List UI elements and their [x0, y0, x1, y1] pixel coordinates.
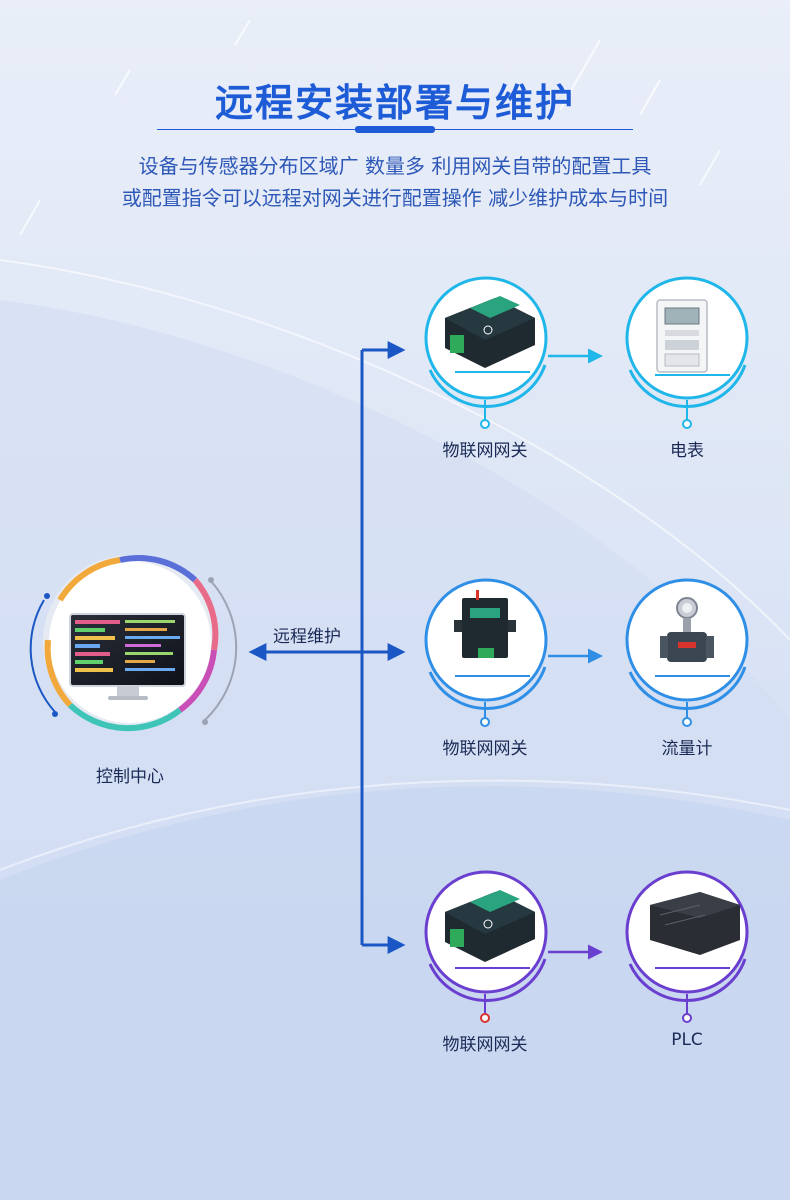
gateway-label-2: 物联网网关	[442, 739, 528, 759]
gateway-node-3	[424, 870, 548, 1002]
plc-icon	[650, 892, 740, 955]
gateway-device-icon	[445, 890, 535, 962]
subtitle-line-2: 或配置指令可以远程对网关进行配置操作 减少维护成本与时间	[121, 186, 669, 210]
electric-meter-icon	[656, 299, 708, 373]
row-3	[424, 870, 749, 1023]
subtitle-line-1: 设备与传感器分布区域广 数量多 利用网关自带的配置工具	[138, 154, 652, 178]
control-center-label: 控制中心	[96, 767, 164, 787]
flow-meter-icon	[660, 597, 714, 662]
gateway-node-2	[424, 578, 548, 710]
row-2	[424, 578, 749, 727]
monitor-icon	[69, 613, 186, 700]
row-1	[424, 276, 749, 429]
title-underline	[355, 126, 435, 133]
device-label-1: 电表	[670, 441, 704, 461]
device-node-2	[625, 578, 749, 710]
connector-lines	[248, 341, 406, 954]
gateway-device-icon	[454, 590, 516, 658]
device-label-3: PLC	[671, 1030, 703, 1050]
remote-maintenance-label: 远程维护	[273, 627, 341, 647]
device-node-1	[625, 276, 749, 408]
gateway-label-1: 物联网网关	[442, 441, 528, 461]
gateway-device-icon	[445, 296, 535, 368]
gateway-label-3: 物联网网关	[442, 1035, 528, 1055]
page-title: 远程安装部署与维护	[214, 81, 575, 125]
gateway-node-1	[424, 276, 548, 408]
device-label-2: 流量计	[661, 739, 713, 759]
device-node-3	[625, 870, 749, 1002]
control-center-node	[29, 555, 238, 732]
